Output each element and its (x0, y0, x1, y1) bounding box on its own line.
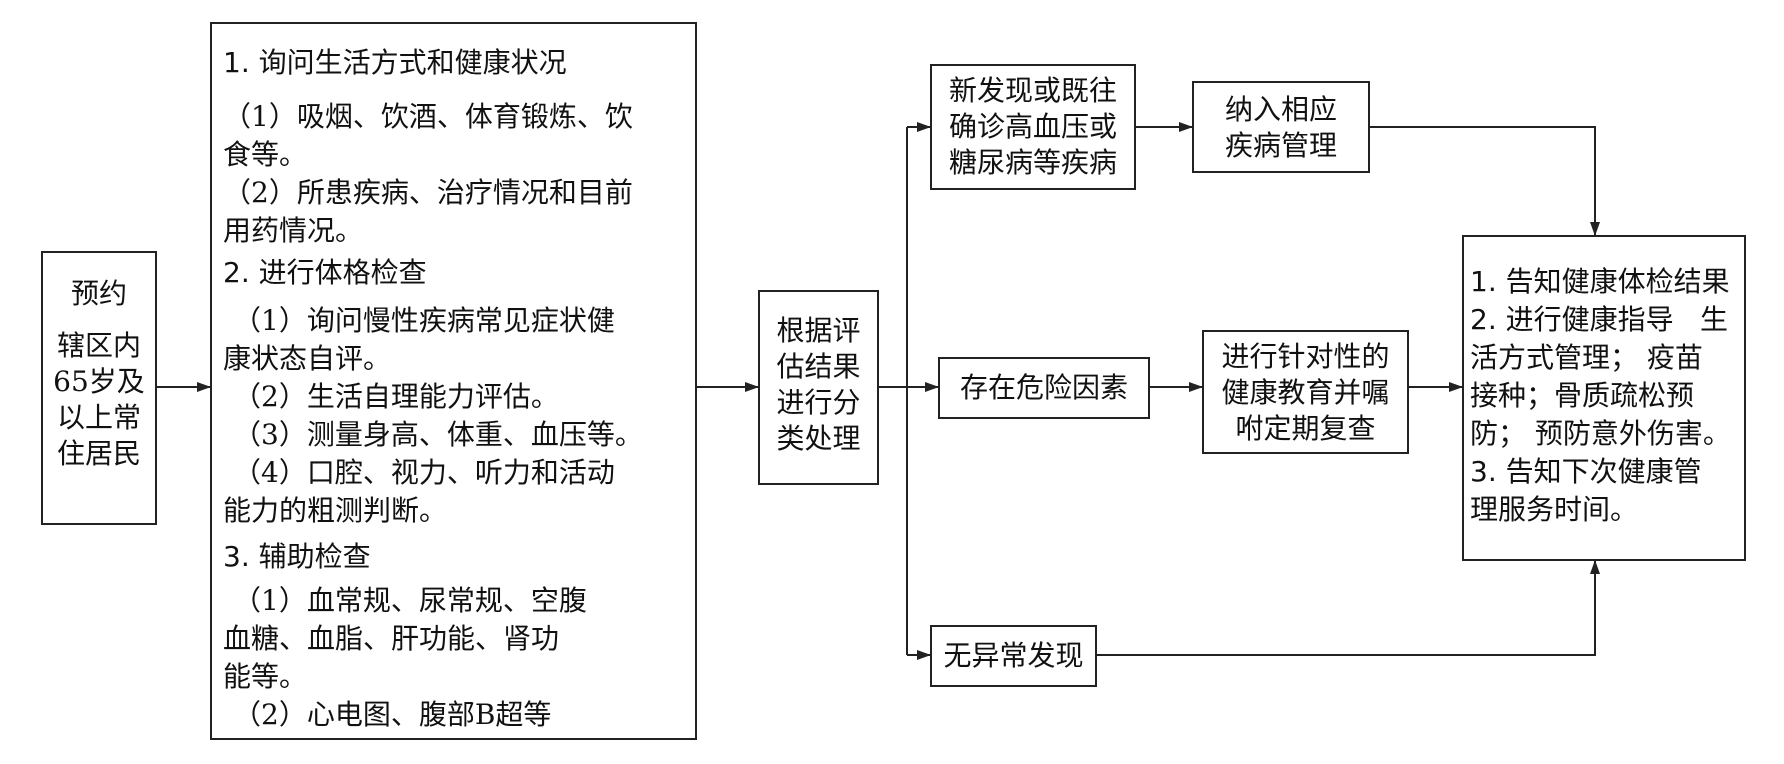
section-title-aux-exam: 3. 辅助检查 (223, 540, 371, 573)
arrow-bot-to-result (1097, 560, 1600, 656)
health-education-line: 咐定期复查 (1235, 412, 1376, 445)
disease-found-line: 新发现或既往 (948, 74, 1117, 107)
content-line: （3）测量身高、体重、血压等。 (233, 418, 643, 451)
disease-management-box: 纳入相应 疾病管理 (1192, 81, 1370, 173)
section-title-physical-exam: 2. 进行体格检查 (223, 256, 427, 289)
content-line: 能力的粗测判断。 (223, 494, 448, 527)
classify-line: 进行分 (776, 386, 861, 419)
content-line: （2）所患疾病、治疗情况和目前 (223, 176, 633, 209)
content-line: （1）血常规、尿常规、空腹 (233, 584, 587, 617)
result-guidance-box: 1. 告知健康体检结果 2. 进行健康指导 生 活方式管理； 疫苗 接种；骨质疏… (1462, 235, 1746, 561)
content-line: （1）吸烟、饮酒、体育锻炼、饮 (223, 100, 633, 133)
disease-found-line: 确诊高血压或 (948, 110, 1117, 143)
classify-box: 根据评 估结果 进行分 类处理 (758, 290, 879, 485)
content-line: 康状态自评。 (223, 342, 392, 375)
appointment-box: 预约 辖区内 65岁及 以上常 住居民 (41, 251, 157, 525)
appointment-line: 住居民 (56, 437, 141, 470)
result-line: 3. 告知下次健康管 (1470, 455, 1702, 488)
content-line: 能等。 (223, 660, 308, 693)
no-abnormal-box: 无异常发现 (930, 625, 1097, 687)
disease-found-line: 糖尿病等疾病 (948, 146, 1117, 179)
risk-factor-box: 存在危险因素 (938, 357, 1150, 419)
classify-line: 根据评 (776, 314, 861, 347)
appointment-line: 以上常 (56, 401, 141, 434)
arrow-manage-to-result (1370, 126, 1600, 236)
content-line: 食等。 (223, 138, 308, 171)
content-line: （2）生活自理能力评估。 (233, 380, 559, 413)
risk-factor-label: 存在危险因素 (959, 371, 1128, 404)
result-line: 2. 进行健康指导 (1470, 303, 1674, 336)
health-education-box: 进行针对性的 健康教育并嘱 咐定期复查 (1202, 330, 1409, 454)
content-line: 用药情况。 (223, 214, 364, 247)
result-line: 接种；骨质疏松预 (1470, 379, 1695, 412)
disease-found-box: 新发现或既往 确诊高血压或 糖尿病等疾病 (930, 64, 1136, 190)
appointment-line: 65岁及 (53, 365, 145, 398)
content-line: （4）口腔、视力、听力和活动 (233, 456, 615, 489)
result-line: 理服务时间。 (1470, 493, 1639, 526)
health-check-content-box: 1. 询问生活方式和健康状况 （1）吸烟、饮酒、体育锻炼、饮 食等。 （2）所患… (210, 22, 697, 740)
classify-line: 估结果 (776, 350, 861, 383)
result-line: 活方式管理； 疫苗 (1470, 341, 1703, 374)
result-line: 防； 预防意外伤害。 (1470, 417, 1731, 450)
content-line: 血糖、血脂、肝功能、肾功 (223, 622, 560, 655)
appointment-line: 辖区内 (56, 329, 141, 362)
section-title-lifestyle: 1. 询问生活方式和健康状况 (223, 46, 567, 79)
health-education-line: 进行针对性的 (1221, 340, 1390, 373)
disease-management-line: 疾病管理 (1224, 129, 1337, 162)
result-line: 1. 告知健康体检结果 (1470, 265, 1730, 298)
appointment-title: 预约 (70, 277, 127, 310)
result-line: 生 (1700, 303, 1729, 336)
health-education-line: 健康教育并嘱 (1221, 376, 1390, 409)
content-line: （1）询问慢性疾病常见症状健 (233, 304, 615, 337)
classify-line: 类处理 (776, 422, 861, 455)
disease-management-line: 纳入相应 (1224, 93, 1337, 126)
content-line: （2）心电图、腹部B超等 (233, 698, 552, 731)
no-abnormal-label: 无异常发现 (943, 639, 1084, 672)
